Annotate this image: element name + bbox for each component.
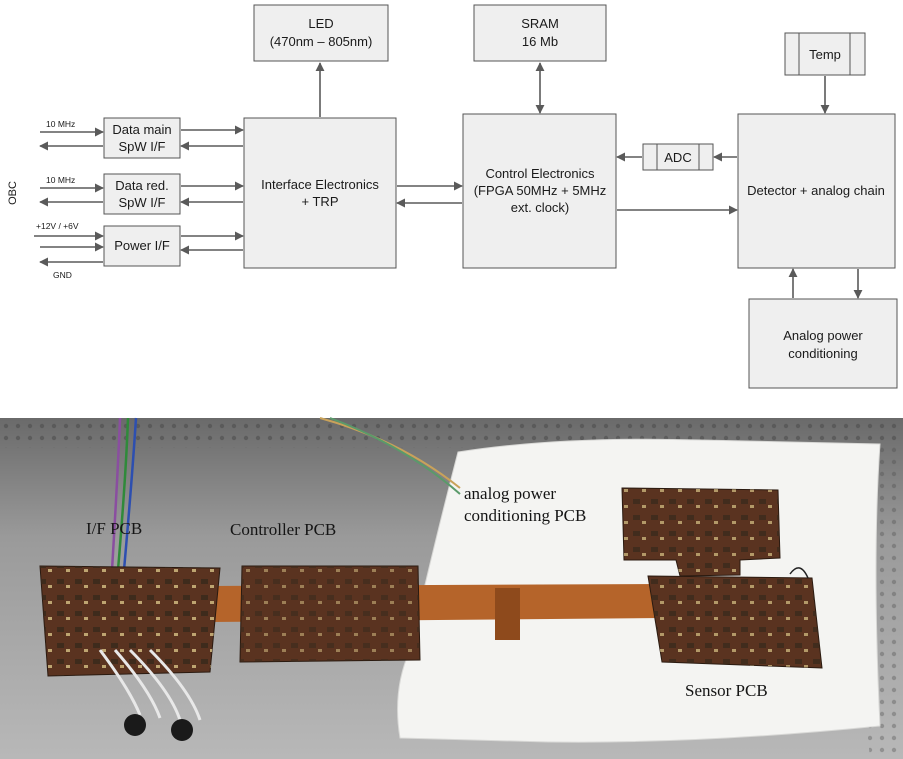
sram-label: SRAM	[521, 16, 559, 31]
led-range: (470nm – 805nm)	[270, 34, 373, 49]
clock-label-red: 10 MHz	[46, 175, 75, 185]
obc-label: OBC	[7, 181, 19, 205]
power-if-block: Power I/F	[104, 226, 180, 266]
analog-power-block: Analog power conditioning	[749, 299, 897, 388]
adc-block: ADC	[643, 144, 713, 170]
data-red-sub: SpW I/F	[119, 195, 166, 210]
hardware-photo: I/F PCB Controller PCB analog power cond…	[0, 418, 903, 759]
data-main-label: Data main	[112, 122, 171, 137]
data-main-block: Data main SpW I/F	[104, 118, 180, 158]
analog-pcb-label-1: analog power	[464, 484, 556, 503]
control-sub-1: (FPGA 50MHz + 5MHz	[474, 183, 607, 198]
adc-label: ADC	[664, 150, 691, 165]
supply-label: +12V / +6V	[36, 221, 79, 231]
connector	[124, 714, 146, 736]
data-red-label: Data red.	[115, 178, 168, 193]
led-label: LED	[308, 16, 333, 31]
gnd-label: GND	[53, 270, 72, 280]
if-pcb-label: I/F PCB	[86, 519, 142, 538]
analog-power-label: Analog power	[783, 328, 863, 343]
temp-label: Temp	[809, 47, 841, 62]
data-red-block: Data red. SpW I/F	[104, 174, 180, 214]
connector	[171, 719, 193, 741]
temp-block: Temp	[785, 33, 865, 75]
clock-label-main: 10 MHz	[46, 119, 75, 129]
control-label: Control Electronics	[485, 166, 595, 181]
control-sub-2: ext. clock)	[511, 200, 570, 215]
flex-connector	[495, 588, 520, 640]
detector-block: Detector + analog chain	[738, 114, 895, 268]
interface-block: Interface Electronics + TRP	[244, 118, 396, 268]
block-diagram: LED (470nm – 805nm) SRAM 16 Mb Temp OBC …	[7, 5, 897, 388]
controller-pcb-label: Controller PCB	[230, 520, 336, 539]
interface-sub: + TRP	[302, 194, 339, 209]
analog-power-sub: conditioning	[788, 346, 857, 361]
detector-label: Detector + analog chain	[747, 183, 885, 198]
interface-label: Interface Electronics	[261, 177, 379, 192]
led-block: LED (470nm – 805nm)	[254, 5, 388, 61]
power-if-label: Power I/F	[114, 238, 170, 253]
analog-pcb-label-2: conditioning PCB	[464, 506, 586, 525]
data-main-sub: SpW I/F	[119, 139, 166, 154]
sram-block: SRAM 16 Mb	[474, 5, 606, 61]
control-block: Control Electronics (FPGA 50MHz + 5MHz e…	[463, 114, 616, 268]
sram-size: 16 Mb	[522, 34, 558, 49]
sensor-pcb-label: Sensor PCB	[685, 681, 768, 700]
